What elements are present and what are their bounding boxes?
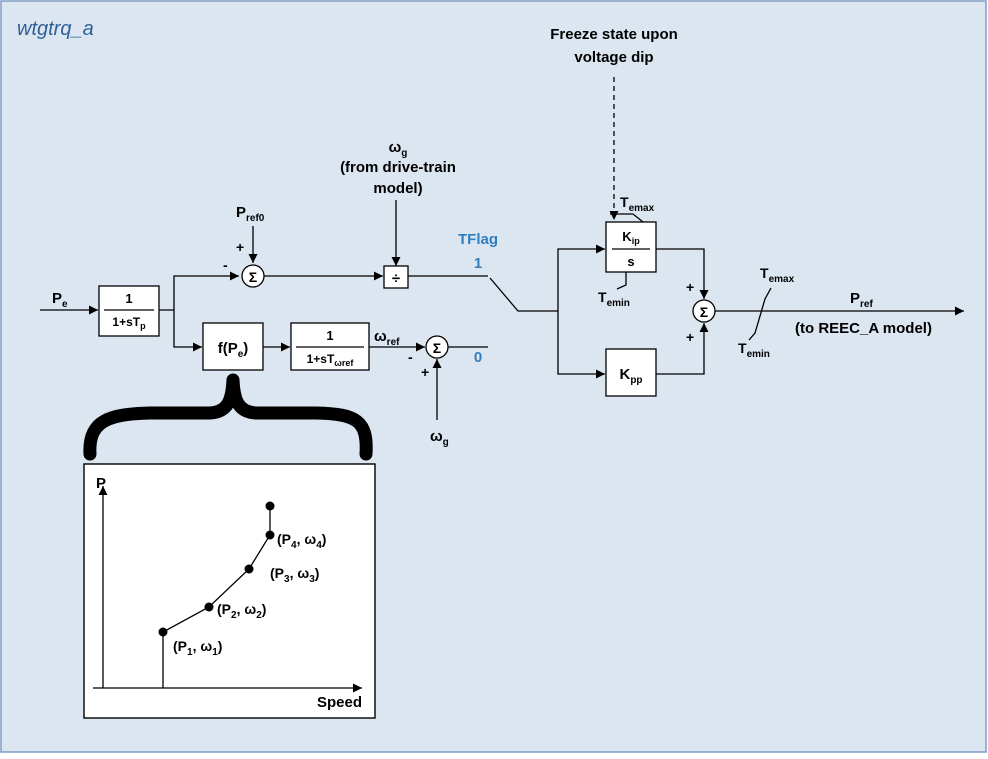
pref0-label: Pref0 [236, 204, 265, 224]
ki-integrator-block [605, 221, 657, 273]
input-pe-label: Pe [52, 290, 68, 310]
curve-line [162, 506, 271, 688]
lag-block-num: 1 [125, 291, 132, 306]
sum2-plus-sign: + [421, 364, 429, 380]
omega-ref-label: ωref [374, 328, 400, 348]
lag-to-sum1-wire [159, 271, 239, 311]
ki-to-sum3-wire [656, 248, 709, 299]
divide-symbol: ÷ [392, 270, 400, 287]
f-pe-block [202, 322, 264, 371]
curve-end-point [265, 501, 275, 511]
curve-point-2 [204, 602, 214, 612]
curve-point-3 [244, 564, 254, 574]
tflag-label: TFlag [458, 231, 498, 248]
tflag-switch [489, 277, 558, 312]
lag-block [98, 285, 160, 337]
ki-upper-limit-bracket [610, 213, 644, 223]
tflag-zero-label: 0 [474, 349, 482, 366]
kp-to-sum3-wire [656, 323, 709, 375]
curve-point-4 [265, 530, 275, 540]
wref-lag-num: 1 [326, 328, 333, 343]
out-temax-label: Temax [760, 265, 795, 285]
wref-lag-den: 1+sTωref [307, 352, 355, 368]
switch-to-kp-wire [557, 311, 605, 379]
omega-g-top-note2: model) [373, 180, 422, 197]
curve-point-3-label: (P3, ω3) [270, 565, 319, 585]
curve-point-2-label: (P2, ω2) [217, 601, 266, 621]
freeze-note-line2: voltage dip [574, 49, 653, 66]
ki-lower-limit-bracket [616, 272, 627, 290]
sum1-plus-sign: + [236, 239, 244, 255]
ki-temin-label: Temin [598, 289, 630, 309]
kpp-label: Kpp [619, 366, 642, 386]
curve-point-4-label: (P4, ω4) [277, 531, 326, 551]
curve-point-1 [158, 627, 168, 637]
freeze-note-line1: Freeze state upon [550, 26, 678, 43]
sum2-symbol: Σ [433, 340, 441, 356]
curve-y-axis-label: P [96, 475, 106, 492]
sum3-symbol: Σ [700, 304, 708, 320]
output-pref-label: Pref [850, 290, 873, 310]
ki-temax-label: Temax [620, 194, 655, 214]
curve-inset-box [83, 463, 376, 719]
curve-brace [83, 373, 373, 461]
f-pe-label: f(Pe) [218, 340, 249, 360]
divide-block [383, 265, 409, 289]
sum1-minus-sign: - [223, 257, 228, 273]
sum3-plus-top: + [686, 279, 694, 295]
curve-point-1-label: (P1, ω1) [173, 638, 222, 658]
switch-to-ki-wire [557, 244, 605, 311]
output-note: (to REEC_A model) [795, 320, 932, 337]
sum1-symbol: Σ [249, 269, 257, 285]
omega-g-bottom-label: ωg [430, 428, 449, 448]
sum2-minus-sign: - [408, 349, 413, 365]
kpp-block [605, 348, 657, 397]
ki-block-den: s [627, 254, 634, 269]
omega-g-top-label: ωg [389, 139, 408, 159]
ki-block-num: Kip [622, 229, 640, 246]
tflag-one-label: 1 [474, 255, 482, 272]
omega-g-top-note1: (from drive-train [340, 159, 456, 176]
out-temin-label: Temin [738, 340, 770, 360]
sum3-plus-bottom: + [686, 329, 694, 345]
lag-block-den: 1+sTp [112, 315, 146, 331]
lag-to-f-block-wire [173, 310, 202, 352]
output-limiter-mark [748, 287, 772, 341]
curve-x-axis-label: Speed [317, 694, 362, 711]
diagram-title: wtgtrq_a [17, 18, 94, 40]
